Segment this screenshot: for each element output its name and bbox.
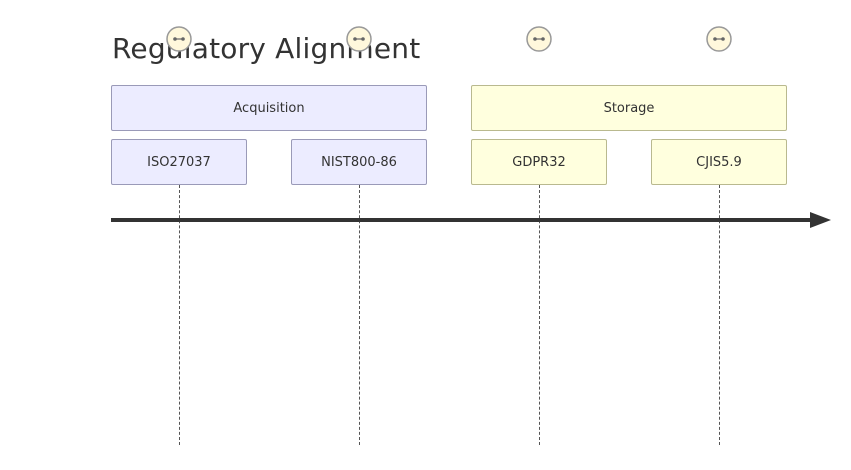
task-iso27037: ISO27037 [111, 139, 247, 185]
task-gdpr32: GDPR32 [471, 139, 607, 185]
task-nist800-86: NIST800-86 [291, 139, 427, 185]
task-line [359, 185, 360, 445]
task-line [179, 185, 180, 445]
link-icon [346, 26, 372, 52]
link-icon [706, 26, 732, 52]
section-acquisition: Acquisition [111, 85, 427, 131]
task-cjis59: CJIS5.9 [651, 139, 787, 185]
arrow-head-icon [810, 212, 831, 228]
section-storage: Storage [471, 85, 787, 131]
task-line [539, 185, 540, 445]
link-icon [526, 26, 552, 52]
link-icon [166, 26, 192, 52]
task-line [719, 185, 720, 445]
